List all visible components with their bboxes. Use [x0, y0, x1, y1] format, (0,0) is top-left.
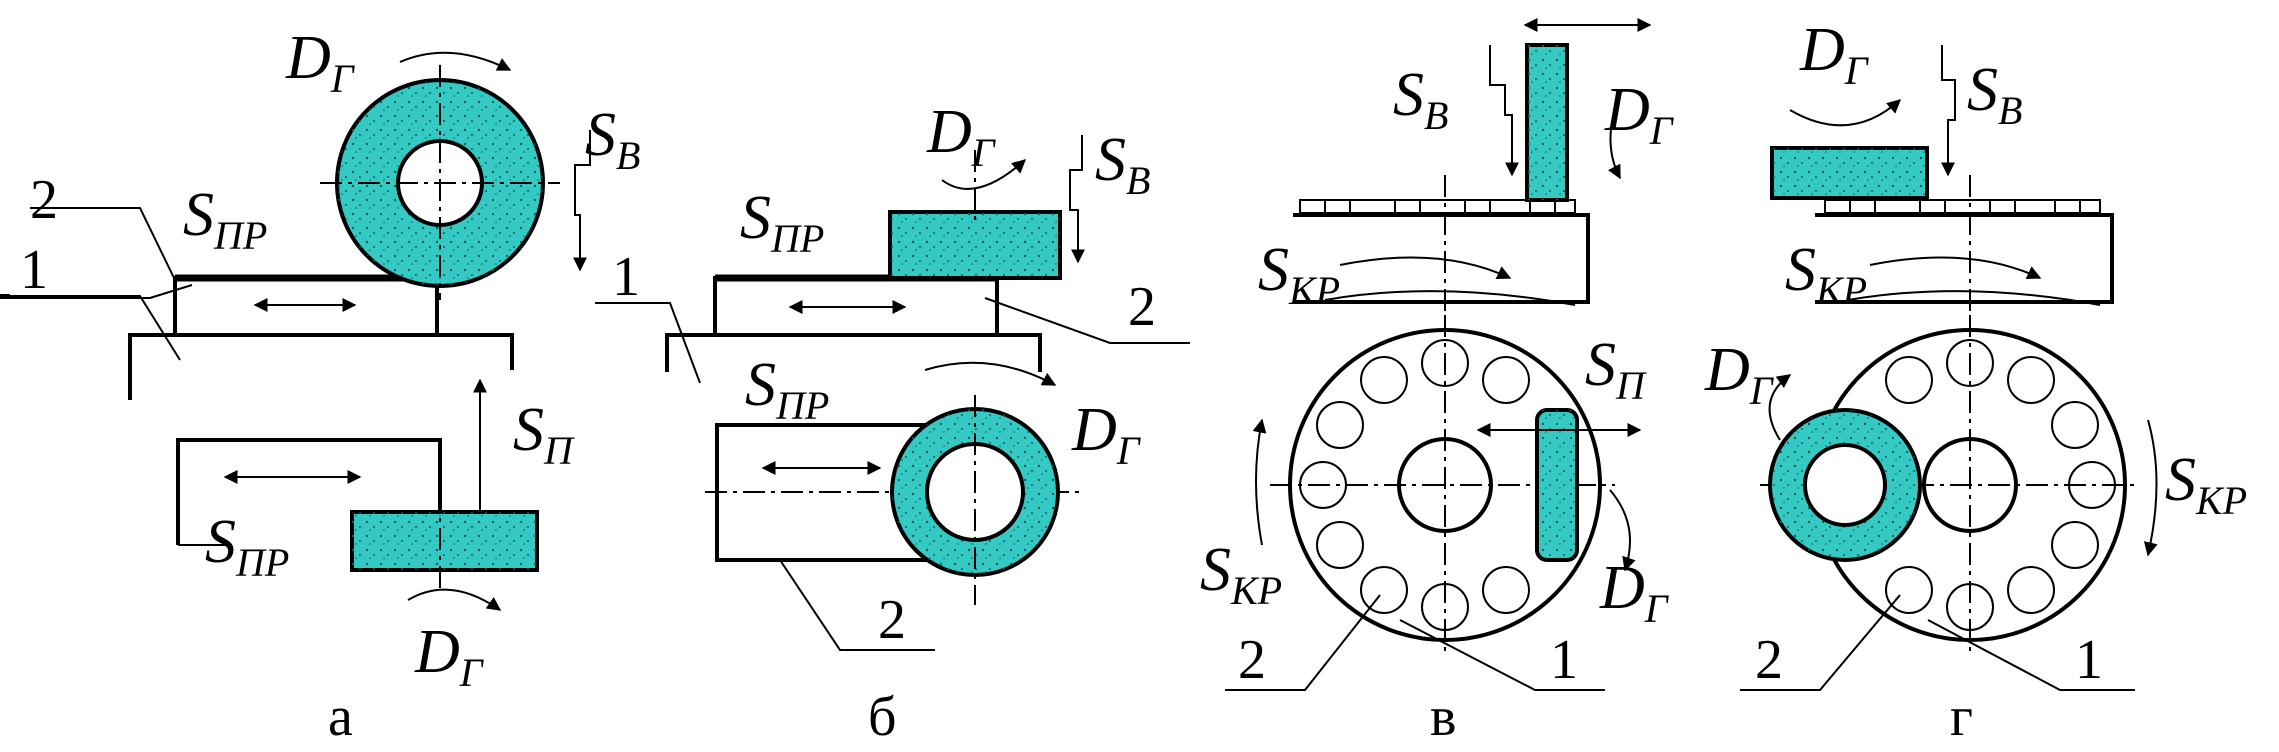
label-spr-a2: SПР — [205, 508, 289, 585]
label-dg-v1: DГ — [1604, 76, 1675, 153]
part-number-2-a: 2 — [30, 169, 58, 231]
cup-wheel-g — [1770, 146, 1929, 200]
wheel-vertical-v — [1525, 43, 1569, 202]
label-skr-v2: SКР — [1200, 536, 1282, 613]
label-sb-a: SВ — [585, 101, 640, 178]
workpiece-2 — [173, 276, 439, 337]
part-number-2-b: 2 — [1128, 276, 1156, 338]
part-number-1-b: 1 — [612, 246, 640, 308]
label-dg-g1: DГ — [1799, 16, 1870, 93]
panel-g: DГ SВ SКР DГ SКР 2 1 г — [1704, 16, 2247, 748]
label-sb-g: SВ — [1967, 56, 2022, 133]
grinding-wheel-b — [890, 395, 1060, 605]
label-skr-v1: SКР — [1258, 236, 1340, 313]
label-spr-a1: SПР — [183, 181, 267, 258]
grinding-wheel-g — [1768, 408, 1922, 562]
caption-v: в — [1430, 686, 1456, 748]
label-sb-b: SВ — [1095, 126, 1150, 203]
part-number-2-b2: 2 — [878, 589, 906, 651]
workpieces-ring-v — [1299, 339, 1530, 631]
table-1 — [128, 333, 514, 400]
part-number-1-g: 1 — [2075, 629, 2103, 691]
grinding-wheel-top — [320, 65, 560, 300]
label-spr-b2: SПР — [745, 351, 829, 428]
caption-g: г — [1950, 686, 1973, 748]
panel-a: DГ SВ SПР SП SПР DГ 2 1 а — [0, 24, 640, 748]
label-sb-v: SВ — [1393, 61, 1448, 138]
wheel-side-v — [1535, 408, 1579, 562]
label-sp-a: SП — [513, 396, 575, 473]
label-dg-b1: DГ — [926, 98, 997, 175]
panel-v: SВ DГ SКР SП SКР DГ 2 1 в — [1200, 18, 1675, 748]
label-dg-a1: DГ — [285, 24, 356, 101]
label-dg-a2: DГ — [414, 618, 485, 695]
caption-a: а — [328, 686, 353, 748]
label-dg-g2: DГ — [1704, 336, 1775, 413]
label-sp-v: SП — [1585, 331, 1647, 408]
grinding-wheel-bottom — [350, 490, 539, 590]
part-number-1-v: 1 — [1550, 629, 1578, 691]
label-dg-v2: DГ — [1599, 554, 1670, 631]
label-skr-g2: SКР — [2165, 446, 2247, 523]
workpieces-ring-g — [1885, 339, 2116, 631]
label-spr-b1: SПР — [740, 184, 824, 261]
part-number-2-g: 2 — [1755, 629, 1783, 691]
cup-wheel-b — [888, 150, 1062, 280]
panel-b: DГ SВ SПР SПР DГ 1 2 2 б — [595, 98, 1190, 748]
label-dg-b2: DГ — [1071, 396, 1142, 473]
part-number-2-v: 2 — [1238, 629, 1266, 691]
part-number-1-a: 1 — [20, 239, 48, 301]
caption-b: б — [868, 686, 897, 748]
label-skr-g1: SКР — [1785, 236, 1867, 313]
